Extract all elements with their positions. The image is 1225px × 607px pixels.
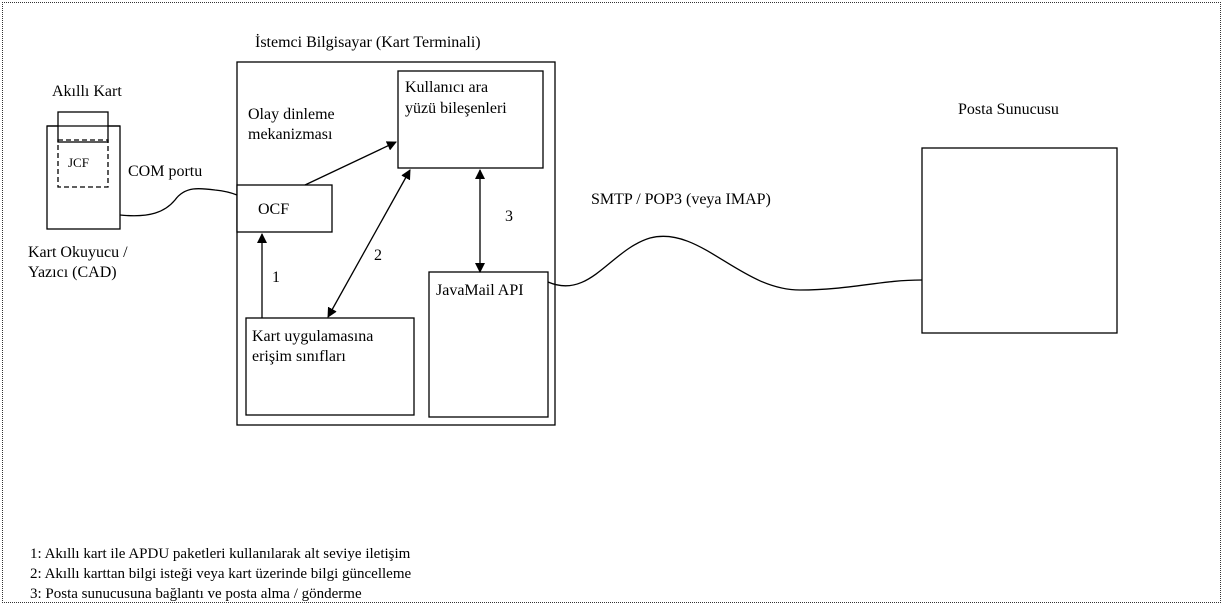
card-access-box [245, 317, 415, 416]
protocol-label: SMTP / POP3 (veya IMAP) [591, 191, 771, 208]
smart-card-box [57, 111, 109, 143]
com-port-cable [119, 187, 238, 217]
legend-item-3: 3: Posta sunucusuna bağlantı ve posta al… [30, 586, 362, 602]
javamail-box [428, 271, 549, 418]
smart-card-label: Akıllı Kart [52, 83, 122, 100]
jcf-box [57, 139, 109, 188]
mail-server-box [921, 147, 1118, 334]
javamail-label: JavaMail API [436, 282, 524, 299]
card-access-label: Kart uygulamasına erişim sınıfları [252, 328, 374, 365]
jcf-label: JCF [68, 155, 89, 170]
mail-server-label: Posta Sunucusu [958, 101, 1059, 118]
legend-item-1: 1: Akıllı kart ile APDU paketleri kullan… [30, 546, 411, 562]
client-title: İstemci Bilgisayar (Kart Terminali) [255, 34, 481, 51]
ocf-to-ui-arrow [304, 141, 397, 186]
ui-components-label: Kullanıcı ara yüzü bileşenleri [405, 79, 507, 117]
arrow-1-label: 1 [272, 269, 280, 286]
arrow-2-label: 2 [374, 247, 382, 264]
client-computer-box [236, 61, 556, 426]
arrow-3-label: 3 [505, 208, 513, 225]
arrow-2 [327, 169, 411, 318]
ocf-box [236, 184, 333, 233]
legend-item-2: 2: Akıllı karttan bilgi isteği veya kart… [30, 566, 412, 582]
event-label: Olay dinleme mekanizması [248, 106, 335, 143]
legend: 1: Akıllı kart ile APDU paketleri kullan… [30, 544, 411, 604]
network-cable [547, 235, 923, 291]
ui-components-box [397, 70, 544, 169]
card-reader-label: Kart Okuyucu / Yazıcı (CAD) [28, 244, 128, 281]
com-port-label: COM portu [128, 163, 203, 180]
ocf-label: OCF [258, 201, 290, 218]
